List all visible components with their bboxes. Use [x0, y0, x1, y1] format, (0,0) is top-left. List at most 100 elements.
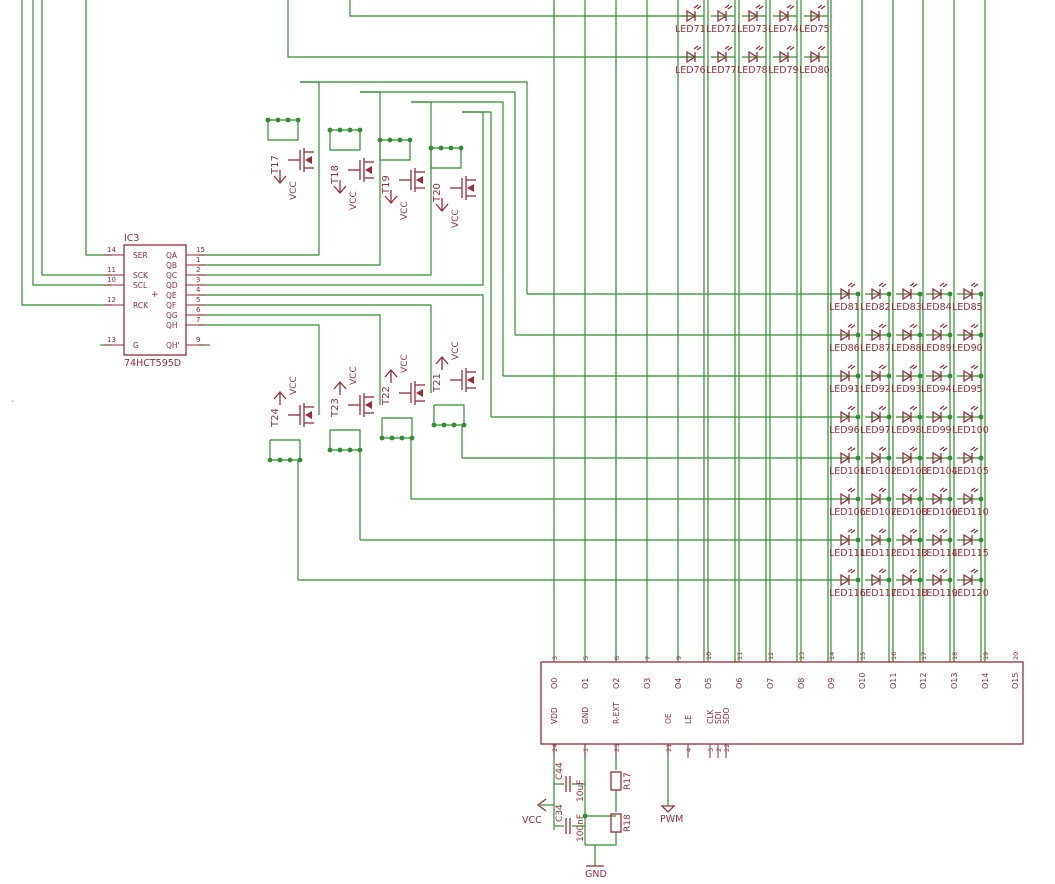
led-ray — [881, 365, 887, 370]
vcc-label: VCC — [400, 201, 410, 220]
junction-dot — [947, 291, 953, 297]
driver-pin-name: SDO — [722, 707, 731, 724]
led-ray — [789, 5, 795, 10]
junction-dot — [978, 373, 984, 379]
led-label: LED94 — [921, 384, 952, 395]
junction-dot — [461, 422, 467, 428]
led-triangle — [810, 9, 821, 23]
led-ray — [912, 488, 918, 493]
led-ray — [942, 529, 948, 534]
led — [932, 323, 948, 342]
led-triangle — [840, 533, 851, 547]
driver-pin-num: 10 — [705, 652, 713, 660]
junction-dot — [886, 577, 892, 583]
junction-dot — [855, 373, 861, 379]
junction-dot — [407, 137, 413, 143]
junction-dot — [917, 414, 923, 420]
junction-dot — [458, 145, 464, 151]
led — [810, 45, 826, 64]
led-triangle — [902, 287, 913, 301]
led — [902, 323, 918, 342]
arrow — [305, 156, 312, 164]
led-triangle — [932, 492, 943, 506]
driver-pin-num: 1 — [582, 748, 590, 752]
led-triangle — [871, 369, 882, 383]
junction-dot — [855, 537, 861, 543]
led — [871, 528, 887, 547]
led-triangle — [932, 573, 943, 587]
driver-pin-num: 23 — [613, 744, 621, 752]
led — [840, 528, 856, 547]
led-triangle — [963, 573, 974, 587]
led-triangle — [932, 369, 943, 383]
led-ray — [942, 569, 948, 574]
driver-pin-num: 18 — [951, 652, 959, 660]
led-ray — [912, 447, 918, 452]
led — [871, 446, 887, 465]
led-ray — [881, 488, 887, 493]
led-ray — [970, 405, 976, 410]
junction-dot — [978, 455, 984, 461]
led-ray — [973, 529, 979, 534]
led-label: LED120 — [952, 588, 989, 599]
driver-pin-name: LE — [684, 715, 693, 724]
led-label: LED80 — [799, 65, 830, 76]
led-triangle — [748, 50, 759, 64]
ic3-pin-name: QA — [166, 251, 178, 260]
junction-dot — [295, 117, 301, 123]
led-ray — [881, 529, 887, 534]
led-ray — [912, 406, 918, 411]
driver-pin-name: O4 — [674, 678, 683, 689]
led — [963, 528, 979, 547]
junction-dot — [917, 537, 923, 543]
led-ray — [939, 568, 945, 573]
transistor — [333, 381, 374, 417]
led-triangle — [902, 492, 913, 506]
transistor — [435, 176, 476, 212]
driver-pin-name: GND — [581, 707, 590, 724]
driver-pin-name: OE — [664, 713, 673, 724]
vcc-label: VCC — [289, 181, 299, 200]
driver-pin-name: O0 — [550, 678, 559, 689]
led-ray — [909, 528, 915, 533]
transistor-label: T24 — [270, 408, 281, 428]
led — [963, 282, 979, 301]
junction-dot — [409, 435, 415, 441]
vcc-arrow — [536, 798, 547, 812]
junction-dot — [337, 447, 343, 453]
transistor — [273, 391, 314, 427]
ic3-pin-num: 2 — [196, 266, 200, 274]
supply-arrow — [384, 195, 398, 204]
led — [840, 446, 856, 465]
junction-dot — [451, 422, 457, 428]
led — [871, 282, 887, 301]
led-label: LED77 — [706, 65, 737, 76]
led — [871, 487, 887, 506]
r18-name: R18 — [623, 814, 633, 832]
ic3-pin-name: RCK — [133, 301, 149, 310]
ic3-pin-num: 9 — [196, 336, 200, 344]
junction-dot — [387, 137, 393, 143]
junction-dot — [886, 332, 892, 338]
led-label: LED100 — [952, 425, 989, 436]
led — [902, 568, 918, 587]
led — [779, 45, 795, 64]
led-ray — [847, 364, 853, 369]
led-ray — [881, 283, 887, 288]
led-ray — [973, 447, 979, 452]
led — [963, 487, 979, 506]
led — [840, 568, 856, 587]
c44-value: 10uF — [576, 780, 586, 802]
input-line — [21, 0, 112, 306]
led — [932, 282, 948, 301]
qf-wire — [198, 304, 432, 393]
driver-pin-num: 21 — [665, 744, 673, 752]
led-ray — [878, 323, 884, 328]
led-ray — [727, 46, 733, 51]
led-ray — [942, 324, 948, 329]
junction-dot — [886, 455, 892, 461]
led-ray — [724, 4, 730, 9]
junction-dot — [285, 117, 291, 123]
led-ray — [970, 323, 976, 328]
led — [840, 323, 856, 342]
